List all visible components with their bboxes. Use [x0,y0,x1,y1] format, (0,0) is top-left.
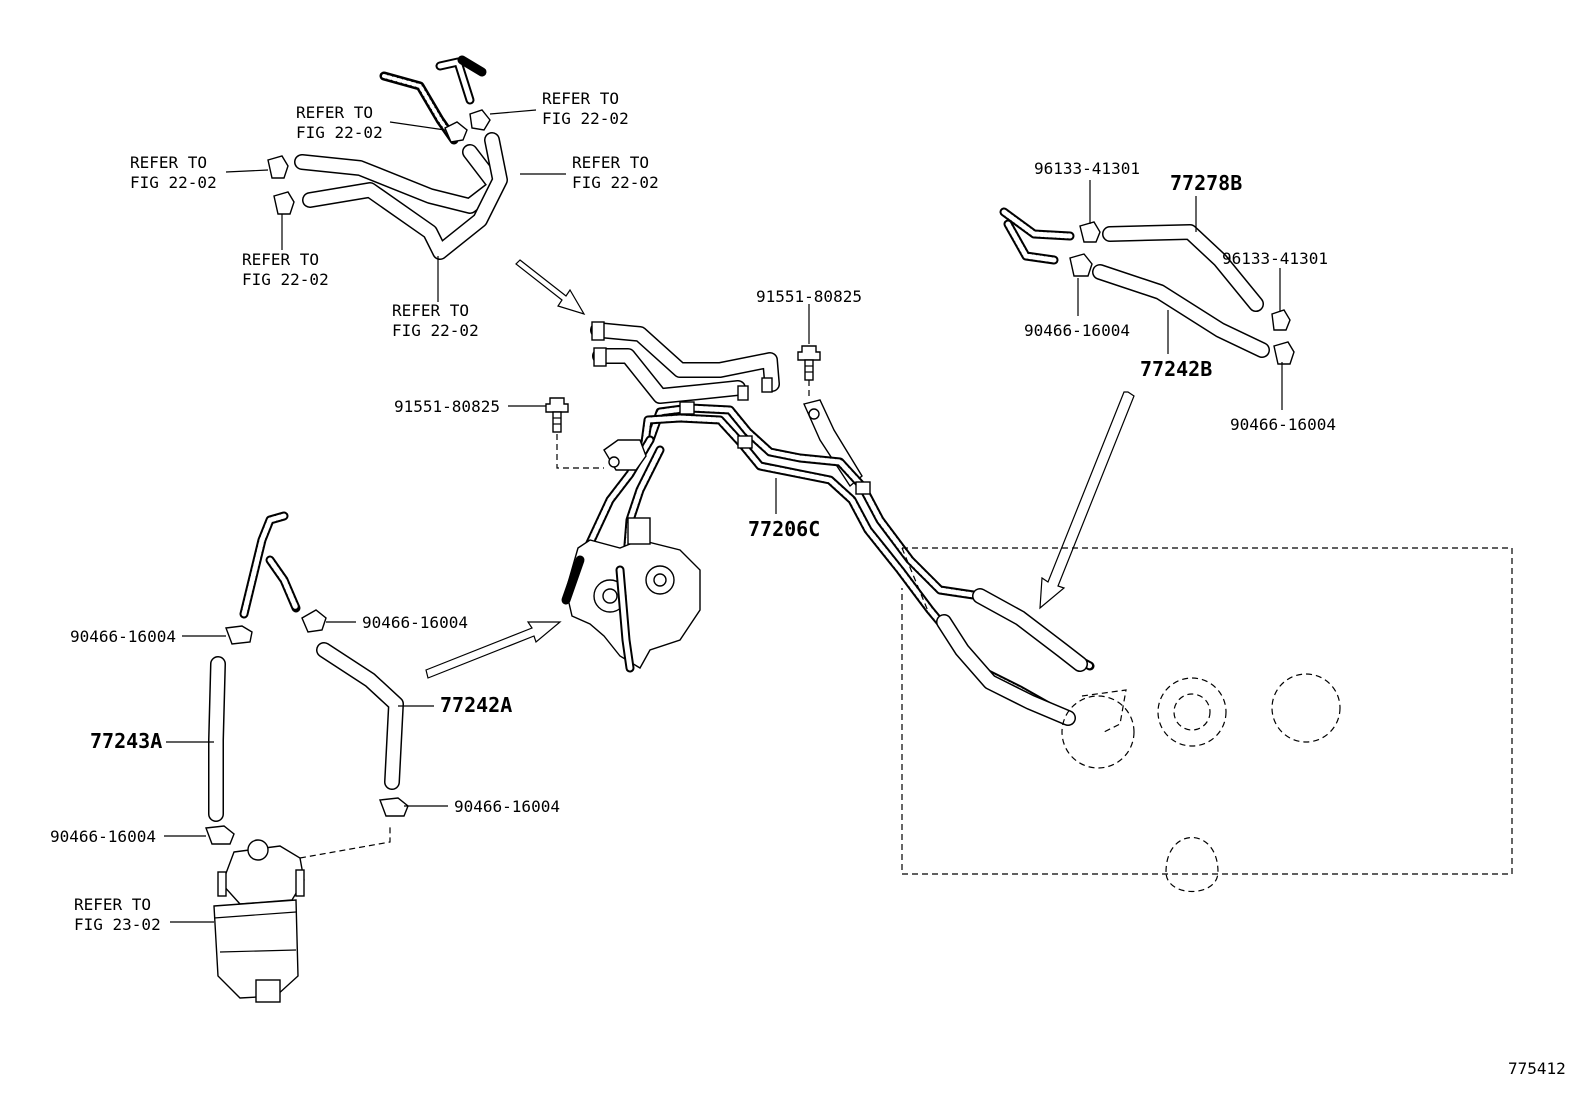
fuel-pump-unit [561,517,701,673]
tank-port [1061,695,1135,769]
fuel-pipe-assembly-77206c [579,321,1095,726]
svg-text:FIG 22-02: FIG 22-02 [392,321,479,340]
part-label-77242a: 77242A [440,693,512,717]
clip-96133 [1271,309,1291,331]
upper-right-hose-group [999,207,1295,365]
clip-96133-right-label: 96133-41301 [1222,249,1328,268]
refer-label-c: REFER TO FIG 22-02 [130,153,217,192]
clip-90466 [1069,253,1093,277]
svg-text:REFER TO: REFER TO [542,89,619,108]
tank-port [1157,677,1227,747]
svg-text:FIG 22-02: FIG 22-02 [542,109,629,128]
clip-90466-right-lower-label: 90466-16004 [1230,415,1336,434]
refer-label-g: REFER TO FIG 23-02 [74,895,161,934]
refer-label-d: REFER TO FIG 22-02 [572,153,659,192]
clip-96133 [1079,221,1101,243]
tank-drain [1165,836,1219,892]
bolt-91551-upper-label: 91551-80825 [756,287,862,306]
refer-label-e: REFER TO FIG 22-02 [242,250,329,289]
bolt-91551-left [508,397,604,469]
hose-clip [267,155,289,179]
svg-text:REFER TO: REFER TO [242,250,319,269]
direction-arrow [1039,391,1135,610]
part-label-77243a: 77243A [90,729,162,753]
clip-90466 [225,625,253,645]
tank-port [1271,673,1341,743]
refer-label-a: REFER TO FIG 22-02 [296,103,383,142]
hose-clip [444,121,468,143]
svg-text:FIG 22-02: FIG 22-02 [572,173,659,192]
leader-lines-top-right [1077,180,1283,410]
clip-90466 [205,825,235,845]
bolt-91551-upper [797,304,821,400]
clip-90466 [301,609,327,633]
svg-text:REFER TO: REFER TO [74,895,151,914]
charcoal-canister [213,826,391,1003]
clip-90466-right-upper-label: 90466-16004 [1024,321,1130,340]
hose-clip [469,109,491,131]
svg-text:REFER TO: REFER TO [392,301,469,320]
svg-text:FIG 23-02: FIG 23-02 [74,915,161,934]
lower-left-hose-group [205,511,409,845]
refer-label-b: REFER TO FIG 22-02 [542,89,629,128]
leader-lines-top-left [225,109,566,302]
direction-arrow [515,259,586,316]
hose-clip [273,191,295,215]
bolt-91551-left-label: 91551-80825 [394,397,500,416]
part-label-77206c: 77206C [748,517,820,541]
refer-label-f: REFER TO FIG 22-02 [392,301,479,340]
clip-90466-mid-upper-label: 90466-16004 [362,613,468,632]
svg-text:FIG 22-02: FIG 22-02 [242,270,329,289]
part-label-77242b: 77242B [1140,357,1212,381]
svg-text:REFER TO: REFER TO [296,103,373,122]
clip-96133-upper-label: 96133-41301 [1034,159,1140,178]
fuel-tank-outline [901,547,1513,892]
clip-90466-mid-lower-label: 90466-16004 [454,797,560,816]
clip-90466-left-lower-label: 90466-16004 [50,827,156,846]
svg-text:REFER TO: REFER TO [130,153,207,172]
svg-text:REFER TO: REFER TO [572,153,649,172]
direction-arrow [425,621,562,679]
clip-90466 [379,797,409,817]
upper-left-hose-group [267,55,508,260]
clip-90466-left-upper-label: 90466-16004 [70,627,176,646]
clip-90466 [1273,341,1295,365]
figure-number: 775412 [1508,1059,1566,1078]
part-label-77278b: 77278B [1170,171,1242,195]
svg-text:FIG 22-02: FIG 22-02 [130,173,217,192]
leader-lines-lower-left [164,621,448,923]
svg-text:FIG 22-02: FIG 22-02 [296,123,383,142]
